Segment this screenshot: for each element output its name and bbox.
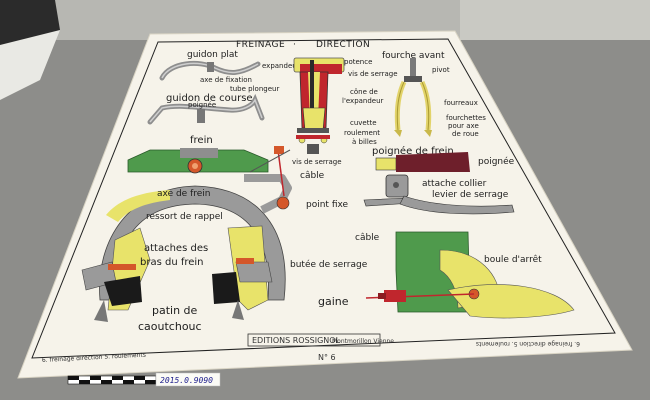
scale-bar bbox=[67, 375, 157, 385]
label-fourche-avant: fourche avant bbox=[382, 51, 445, 61]
label-bras-du-frein: bras du frein bbox=[140, 257, 204, 268]
cable-stop-detail bbox=[365, 231, 575, 319]
label-attaches-des: attaches des bbox=[144, 243, 208, 254]
label-guidon-de-course: guidon de course bbox=[166, 93, 253, 104]
label-potence: potence bbox=[344, 58, 372, 66]
label-vis-de-serrage-mid: vis de serrage bbox=[292, 158, 342, 166]
label-fourreaux: fourreaux bbox=[444, 99, 478, 107]
label-l-expandeur: l'expandeur bbox=[342, 97, 384, 105]
publisher-box bbox=[247, 333, 381, 347]
poster-number: N° 6 bbox=[318, 353, 336, 362]
label-poignee-small: poignée bbox=[188, 101, 216, 109]
label-cone-de: cône de bbox=[350, 88, 378, 96]
label-cable: câble bbox=[300, 171, 325, 181]
label-frein: frein bbox=[190, 135, 213, 146]
title-freinage: FREINAGE bbox=[236, 40, 285, 50]
label-axe-de-fixation: axe de fixation bbox=[200, 76, 252, 84]
inventory-tag-number: 2015.0.9090 bbox=[160, 376, 213, 385]
label-vis-de-serrage-top: vis de serrage bbox=[348, 70, 398, 78]
label-cable-bottom: câble bbox=[355, 233, 380, 243]
label-levier-de-serrage: levier de serrage bbox=[432, 190, 509, 200]
label-patin-de: patin de bbox=[152, 304, 198, 317]
poster-frame bbox=[31, 38, 616, 359]
stem-cross-section bbox=[293, 57, 345, 154]
side-note-right: 6. freinage direction 5. roulements bbox=[476, 340, 580, 347]
caliper-brake bbox=[81, 146, 292, 322]
label-pivot: pivot bbox=[432, 66, 450, 74]
publisher-name: EDITIONS ROSSIGNOL bbox=[252, 336, 341, 345]
label-caoutchouc: caoutchouc bbox=[138, 320, 202, 333]
label-ressort-de-rappel: ressort de rappel bbox=[146, 212, 223, 222]
label-guidon-plat: guidon plat bbox=[187, 50, 238, 60]
label-boule-d-arret: boule d'arrêt bbox=[484, 254, 542, 265]
back-wall-light bbox=[460, 0, 650, 40]
front-fork bbox=[394, 58, 432, 137]
title-direction: DIRECTION bbox=[316, 40, 370, 50]
white-cloth bbox=[0, 30, 60, 100]
label-pour-axe: pour axe bbox=[448, 122, 479, 130]
label-a-billes: à billes bbox=[352, 138, 377, 146]
label-cuvette: cuvette bbox=[350, 119, 377, 127]
label-point-fixe: point fixe bbox=[306, 200, 349, 210]
flat-handlebar bbox=[159, 60, 261, 81]
label-axe-de-frein: axe de frein bbox=[157, 189, 211, 199]
racing-handlebar bbox=[147, 93, 265, 125]
label-gaine: gaine bbox=[318, 295, 349, 308]
label-fourchettes: fourchettes bbox=[446, 114, 486, 122]
brake-lever bbox=[363, 152, 515, 215]
title-separator: · bbox=[293, 40, 296, 50]
publisher-city: Montmorillon Vienne bbox=[332, 338, 394, 345]
label-attache-collier: attache collier bbox=[422, 179, 487, 189]
label-de-roue: de roue bbox=[452, 130, 479, 138]
label-expandeur: expandeur bbox=[262, 62, 300, 70]
label-tube-plongeur: tube plongeur bbox=[230, 85, 279, 93]
inventory-tag-card bbox=[155, 372, 221, 387]
label-butee-de-serrage: butée de serrage bbox=[290, 259, 368, 270]
label-poignee: poignée bbox=[478, 156, 515, 167]
label-roulement: roulement bbox=[344, 129, 380, 137]
